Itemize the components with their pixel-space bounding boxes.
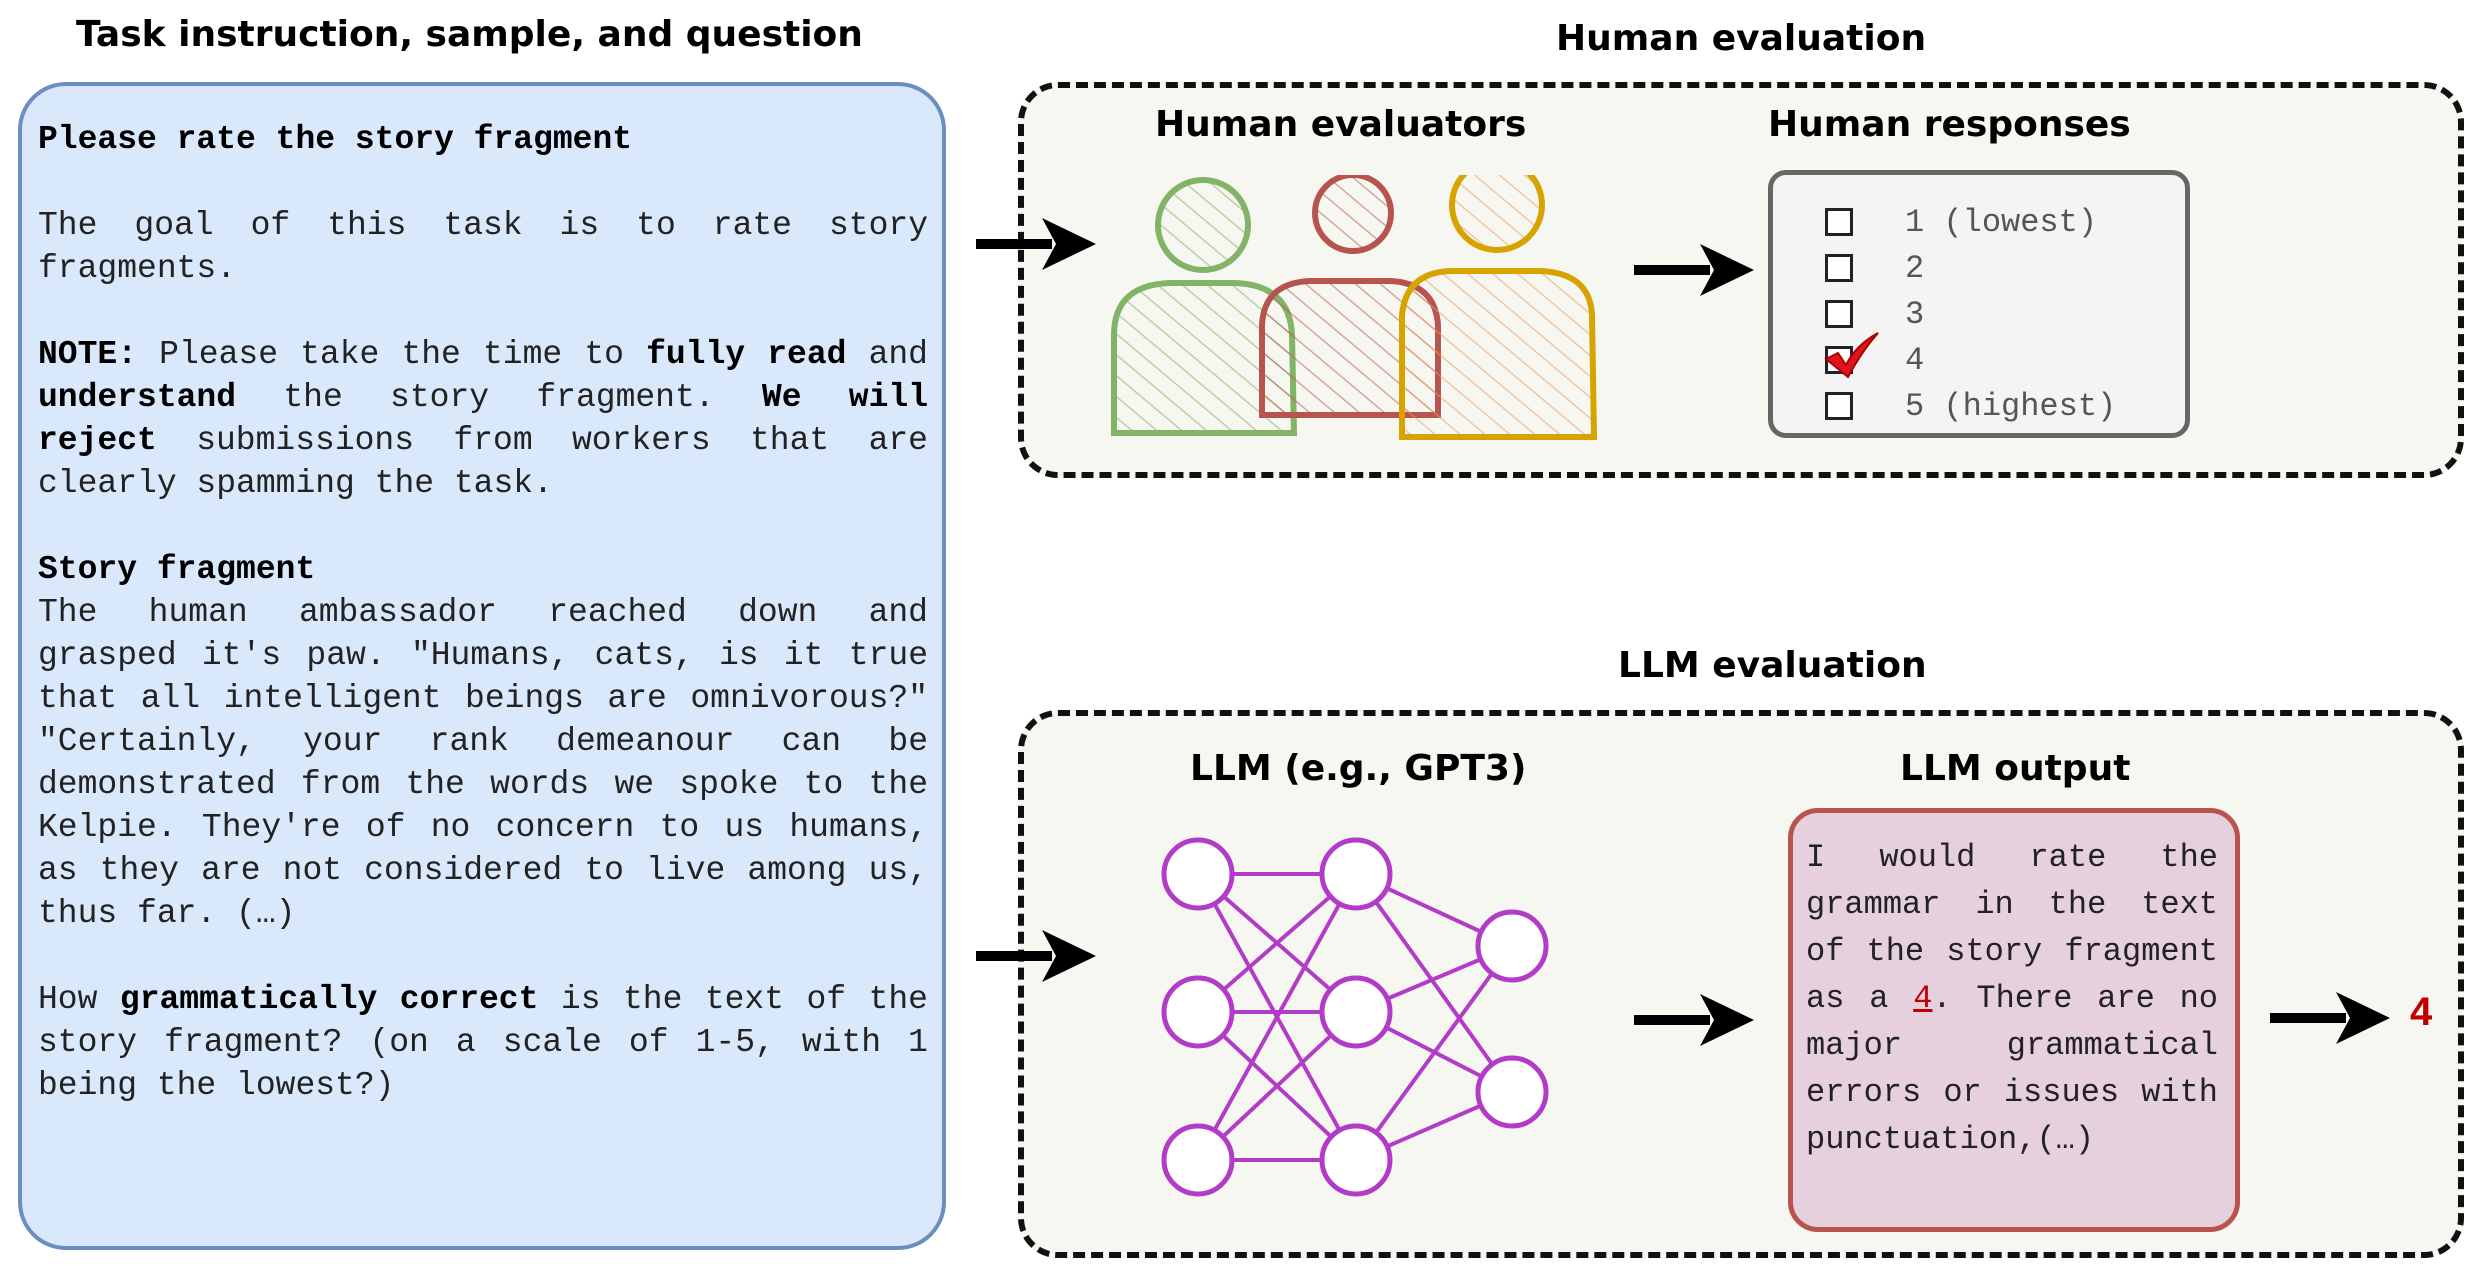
llm-output-text: I would rate the grammar in the text of … (1806, 839, 2219, 1158)
arrow-task-to-llm (976, 930, 1096, 982)
arrow-task-to-human (976, 218, 1096, 270)
response-option: 2 (1825, 245, 1924, 291)
human-responses-box: 1 (lowest) 2 3 4 5 (highest) (1768, 170, 2190, 438)
checkmark-icon (1824, 332, 1879, 379)
story-heading: Story fragment (38, 551, 316, 588)
response-option: 5 (highest) (1825, 383, 2116, 429)
llm-output-score: 4 (1913, 980, 1933, 1017)
arrow-evaluators-to-responses (1634, 244, 1754, 296)
llm-model-label: LLM (e.g., GPT3) (1190, 748, 1527, 789)
final-score: 4 (2410, 990, 2433, 1034)
arrow-output-to-score (2270, 992, 2390, 1044)
checkbox-icon (1825, 208, 1853, 236)
task-question: How grammatically correct is the text of… (38, 981, 928, 1104)
neural-network-icon (1161, 837, 1549, 1197)
task-goal: The goal of this task is to rate story f… (38, 207, 928, 287)
llm-eval-heading: LLM evaluation (1618, 645, 1927, 686)
response-option: 3 (1825, 291, 1924, 337)
checkbox-checked-icon (1824, 332, 1879, 379)
llm-output-label: LLM output (1900, 748, 2131, 789)
human-evaluator-red-icon (1259, 175, 1441, 418)
task-text: Please rate the story fragment The goal … (38, 118, 928, 1107)
response-option: 1 (lowest) (1825, 199, 2097, 245)
task-note: NOTE: Please take the time to fully read… (38, 336, 929, 502)
task-heading: Task instruction, sample, and question (76, 14, 863, 55)
task-title: Please rate the story fragment (38, 121, 633, 158)
llm-output-box (1788, 808, 2240, 1232)
response-option-selected: 4 (1824, 332, 1924, 383)
human-responses-label: Human responses (1768, 104, 2131, 145)
human-evaluators-label: Human evaluators (1155, 104, 1527, 145)
human-evaluator-yellow-icon (1399, 175, 1598, 440)
story-text: The human ambassador reached down and gr… (38, 594, 928, 932)
checkbox-icon (1825, 392, 1853, 420)
human-evaluators-illustration (1111, 175, 1598, 440)
arrow-llm-to-output (1634, 994, 1754, 1046)
human-eval-heading: Human evaluation (1556, 18, 1927, 59)
checkbox-icon (1825, 254, 1853, 282)
checkbox-icon (1825, 300, 1853, 328)
task-panel (18, 82, 946, 1250)
